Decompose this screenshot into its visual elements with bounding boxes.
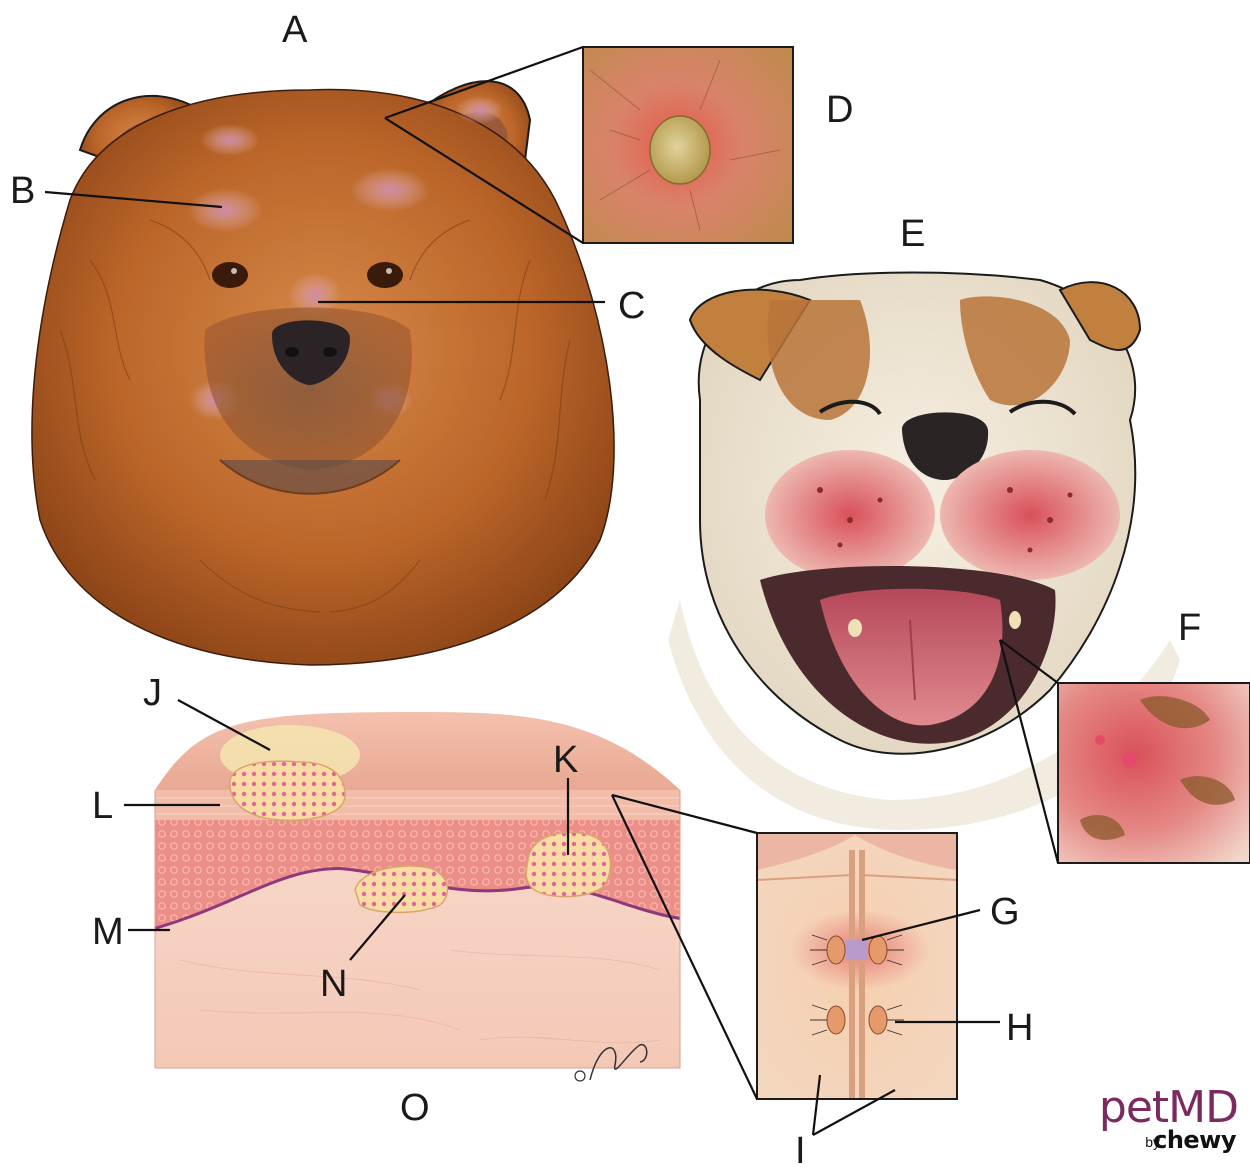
label-l: L	[92, 785, 113, 827]
label-m: M	[92, 911, 124, 953]
label-g: G	[990, 891, 1020, 933]
skin-cross-section	[155, 712, 680, 1068]
inset-f-lip-lesions	[1058, 683, 1250, 863]
label-a: A	[282, 9, 308, 51]
inset-d-crusted-lesion	[583, 47, 793, 243]
label-o: O	[400, 1087, 430, 1129]
inset-gh-acantholysis	[757, 833, 957, 1099]
label-i: I	[795, 1130, 806, 1163]
label-c: C	[618, 285, 645, 327]
petmd-logo: petMD by chewy	[1088, 1082, 1238, 1158]
label-j: J	[143, 672, 162, 714]
label-n: N	[320, 963, 347, 1005]
brand-parent-text: chewy	[1153, 1126, 1236, 1154]
label-f: F	[1178, 607, 1201, 649]
label-b: B	[10, 170, 35, 212]
chow-chow-head	[32, 81, 614, 665]
label-d: D	[826, 89, 853, 131]
label-e: E	[900, 213, 925, 255]
label-k: K	[553, 739, 578, 781]
label-h: H	[1006, 1007, 1033, 1049]
